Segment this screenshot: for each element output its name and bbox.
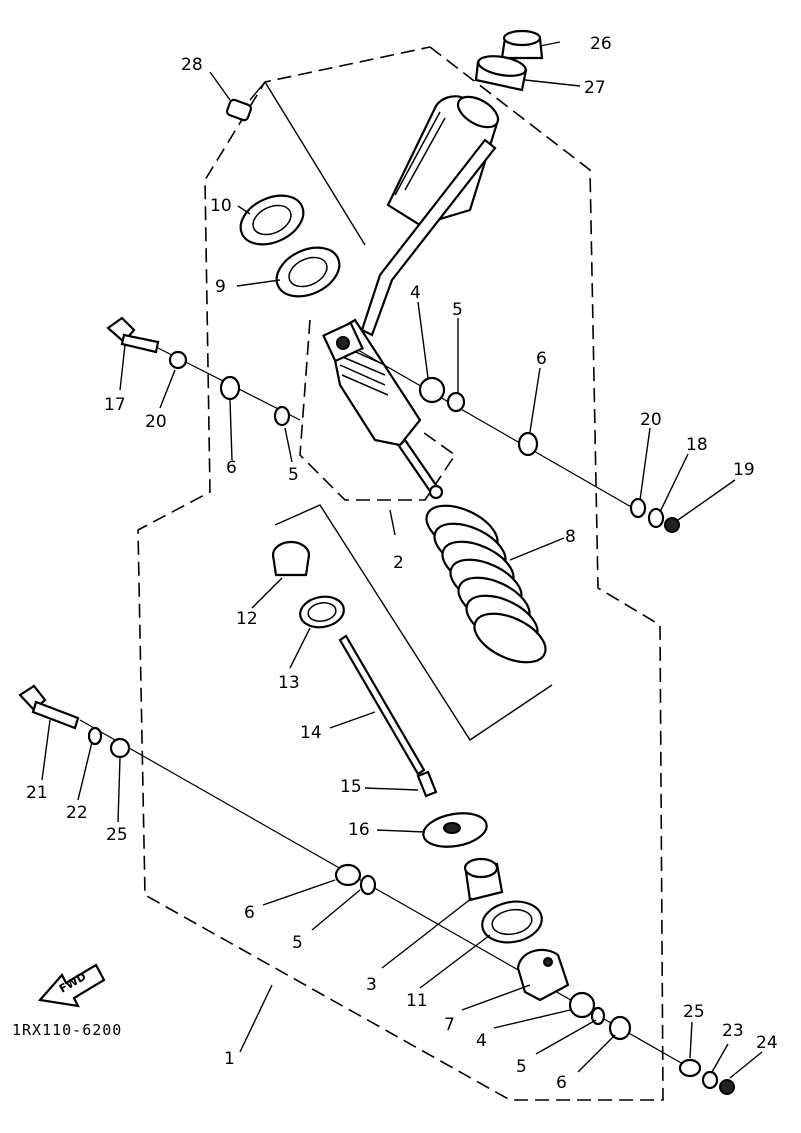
cap-26 [500, 29, 544, 60]
callout-20-left: 20 [145, 412, 167, 432]
callout-5-upper-left: 5 [288, 465, 299, 485]
callout-13: 13 [278, 673, 300, 693]
callout-4-upper: 4 [410, 283, 421, 303]
seal-13 [299, 595, 345, 629]
callout-27: 27 [584, 78, 606, 98]
assembly-1-boundary [137, 46, 664, 1101]
bushing-27 [474, 55, 528, 92]
collar-3 [463, 857, 504, 902]
callout-22: 22 [66, 803, 88, 823]
assembly-2-boundary [299, 319, 457, 501]
callout-12: 12 [236, 609, 258, 629]
collar-28 [225, 98, 253, 122]
callout-14: 14 [300, 723, 322, 743]
bolt-17 [106, 316, 160, 354]
adjuster-nut-10 [239, 194, 305, 246]
callout-4-lower: 4 [476, 1031, 487, 1051]
callout-11: 11 [406, 991, 428, 1011]
bracket-12-14 [274, 504, 553, 741]
seal-12 [271, 540, 311, 577]
callout-15: 15 [340, 777, 362, 797]
callout-8: 8 [565, 527, 576, 547]
callout-labels: 26 27 28 10 9 4 5 6 20 18 19 8 2 17 20 6… [26, 34, 778, 1093]
callout-24: 24 [756, 1033, 778, 1053]
washer-16 [422, 812, 488, 848]
callout-25-left: 25 [106, 825, 128, 845]
callout-26: 26 [590, 34, 612, 54]
pin-15 [416, 770, 438, 798]
callout-6-lower-left: 6 [244, 903, 255, 923]
callout-21: 21 [26, 783, 48, 803]
callout-6-lower-right: 6 [556, 1073, 567, 1093]
callout-19: 19 [733, 460, 755, 480]
callout-18: 18 [686, 435, 708, 455]
callout-5-lower-right: 5 [516, 1057, 527, 1077]
callout-16: 16 [348, 820, 370, 840]
callout-9: 9 [215, 277, 226, 297]
callout-17: 17 [104, 395, 126, 415]
callout-10: 10 [210, 196, 232, 216]
leader-lines [41, 41, 763, 1079]
callout-28: 28 [181, 55, 203, 75]
callout-6-upper-right: 6 [536, 349, 547, 369]
clevis-7 [516, 948, 570, 1002]
rod-14 [338, 634, 426, 776]
callout-6-upper-left: 6 [226, 458, 237, 478]
callout-1: 1 [224, 1049, 235, 1069]
callout-5-lower-left: 5 [292, 933, 303, 953]
callout-25-right: 25 [683, 1002, 705, 1022]
callout-5-upper-right: 5 [452, 300, 463, 320]
callout-20-right: 20 [640, 410, 662, 430]
adjuster-nut-9 [275, 246, 341, 298]
callout-7: 7 [444, 1015, 455, 1035]
bushing-11 [481, 900, 543, 944]
spring [425, 504, 547, 664]
diagram-code: 1RX110-6200 [12, 1021, 122, 1039]
callout-2: 2 [393, 553, 404, 573]
callout-3: 3 [366, 975, 377, 995]
bolt-21 [18, 684, 80, 730]
shock-absorber-body [322, 95, 500, 500]
fwd-arrow-icon: FWD [37, 963, 106, 1008]
callout-23: 23 [722, 1021, 744, 1041]
